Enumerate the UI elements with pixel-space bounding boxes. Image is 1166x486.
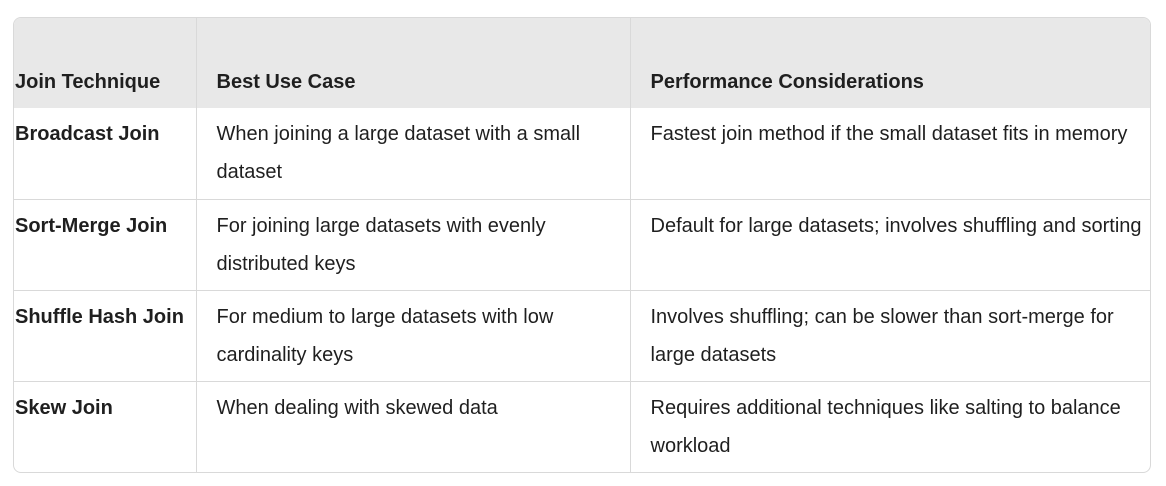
table-row: Broadcast Join When joining a large data… <box>14 108 1150 199</box>
cell-best-use-case: For joining large datasets with evenly d… <box>195 198 630 290</box>
header-best-use-case: Best Use Case <box>195 18 630 108</box>
cell-best-use-case: When dealing with skewed data <box>195 380 630 472</box>
cell-performance-considerations: Fastest join method if the small dataset… <box>629 108 1150 199</box>
table-row: Sort-Merge Join For joining large datase… <box>14 198 1150 290</box>
table-header-row: Join Technique Best Use Case Performance… <box>14 18 1150 108</box>
table-row: Shuffle Hash Join For medium to large da… <box>14 289 1150 381</box>
cell-best-use-case: When joining a large dataset with a smal… <box>195 108 630 199</box>
header-performance-considerations: Performance Considerations <box>629 18 1150 108</box>
cell-join-technique: Skew Join <box>14 380 196 472</box>
cell-join-technique: Broadcast Join <box>15 123 160 145</box>
cell-performance-considerations: Requires additional techniques like salt… <box>629 380 1150 472</box>
join-techniques-table-container: Join Technique Best Use Case Performance… <box>13 17 1151 473</box>
join-techniques-table: Join Technique Best Use Case Performance… <box>14 18 1150 472</box>
table-row: Skew Join When dealing with skewed data … <box>14 380 1150 472</box>
cell-performance-considerations: Default for large datasets; involves shu… <box>629 198 1150 290</box>
cell-performance-considerations: Involves shuffling; can be slower than s… <box>629 289 1150 381</box>
header-join-technique: Join Technique <box>14 18 196 108</box>
cell-join-technique: Sort-Merge Join <box>14 198 196 290</box>
cell-best-use-case: For medium to large datasets with low ca… <box>195 289 630 381</box>
cell-join-technique: Shuffle Hash Join <box>14 289 196 381</box>
